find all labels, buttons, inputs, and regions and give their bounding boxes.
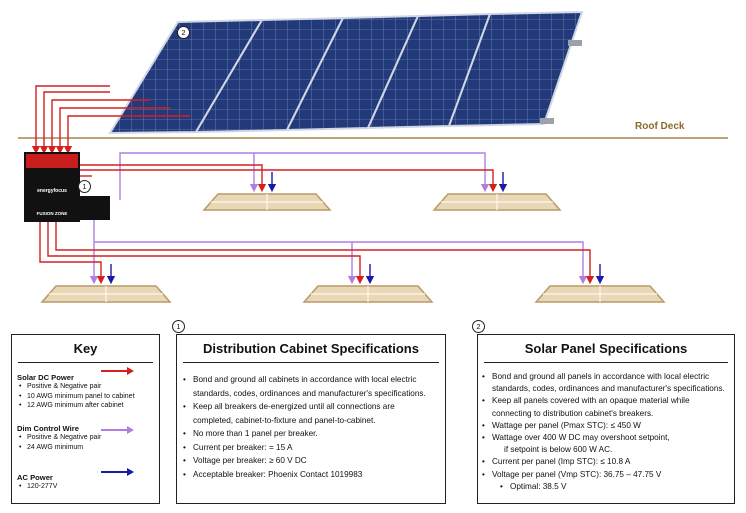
roof-deck-label: Roof Deck xyxy=(635,121,685,132)
spec-item: Bond and ground all cabinets in accordan… xyxy=(181,373,445,387)
key-swatch-blue xyxy=(101,471,129,473)
spec-item: standards, codes, ordinances and manufac… xyxy=(193,388,426,398)
key-group-title: Solar DC Power xyxy=(17,373,74,382)
spec-item: Voltage per panel (Vmp STC): 36.75 – 47.… xyxy=(480,469,734,481)
light-fixture xyxy=(302,285,434,303)
spec-item: Acceptable breaker: Phoenix Contact 1019… xyxy=(181,468,445,482)
spec-item: Current per panel (Imp STC): ≤ 10.8 A xyxy=(480,456,734,468)
key-panel: Key Solar DC Power Positive & Negative p… xyxy=(11,334,160,504)
key-swatch-purple xyxy=(101,429,129,431)
key-item: Positive & Negative pair xyxy=(17,382,157,392)
distribution-spec-title: Distribution Cabinet Specifications xyxy=(203,341,419,356)
key-item: 10 AWG minimum panel to cabinet xyxy=(17,392,157,402)
key-group-ac-power: AC Power 120-277V xyxy=(17,468,157,492)
distribution-cabinet xyxy=(24,152,110,222)
spec-item: Wattage over 400 W DC may overshoot setp… xyxy=(480,432,734,444)
key-title: Key xyxy=(73,341,98,356)
spec-item: standards, codes, ordinances and manufac… xyxy=(492,384,725,394)
spec-item: completed, cabinet-to-fixture and panel-… xyxy=(193,415,376,425)
key-group-title: AC Power xyxy=(17,473,53,482)
key-group-solar-dc: Solar DC Power Positive & Negative pair … xyxy=(17,367,157,411)
cabinet-zone-label: FUSION ZONE xyxy=(36,211,68,216)
spec-item: Voltage per breaker: ≥ 60 V DC xyxy=(181,454,445,468)
solar-dc-wires xyxy=(31,85,190,155)
spec-item: Bond and ground all panels in accordance… xyxy=(480,371,734,383)
dim-control-wires xyxy=(89,152,588,285)
dc-output-wires xyxy=(39,164,595,285)
cabinet-brand: energyfocus xyxy=(37,188,67,194)
wiring-diagram xyxy=(18,10,728,303)
light-fixtures xyxy=(40,193,666,303)
light-fixture xyxy=(202,193,332,211)
key-item: 12 AWG minimum after cabinet xyxy=(17,401,157,411)
light-fixture xyxy=(432,193,562,211)
key-group-title: Dim Control Wire xyxy=(17,424,79,433)
key-swatch-red xyxy=(101,370,129,372)
key-item: 24 AWG minimum xyxy=(17,443,157,453)
solar-spec-panel: Solar Panel Specifications Bond and grou… xyxy=(477,334,735,504)
light-fixture xyxy=(40,285,172,303)
callout-panel: 2 xyxy=(177,26,190,39)
distribution-spec-panel: Distribution Cabinet Specifications Bond… xyxy=(176,334,446,504)
spec-item: if setpoint is below 600 W AC. xyxy=(504,445,613,455)
spec-item: Optimal: 38.5 V xyxy=(480,481,734,493)
ac-power-wires xyxy=(106,172,605,285)
callout-cabinet: 1 xyxy=(78,180,91,193)
spec-item: Wattage per panel (Pmax STC): ≤ 450 W xyxy=(480,420,734,432)
light-fixture xyxy=(534,285,666,303)
callout-distribution-num: 1 xyxy=(172,320,185,333)
callout-solar-num: 2 xyxy=(472,320,485,333)
key-item: 120-277V xyxy=(17,482,157,492)
solar-spec-title: Solar Panel Specifications xyxy=(524,341,688,356)
solar-array xyxy=(108,10,584,135)
spec-item: Keep all breakers de-energized until all… xyxy=(181,400,445,414)
spec-item: No more than 1 panel per breaker. xyxy=(181,427,445,441)
spec-item: Keep all panels covered with an opaque m… xyxy=(480,395,734,407)
key-item: Positive & Negative pair xyxy=(17,433,157,443)
spec-item: Current per breaker: = 15 A xyxy=(181,441,445,455)
spec-item: connecting to distribution cabinet's bre… xyxy=(492,408,654,418)
key-group-dim-control: Dim Control Wire Positive & Negative pai… xyxy=(17,424,157,452)
